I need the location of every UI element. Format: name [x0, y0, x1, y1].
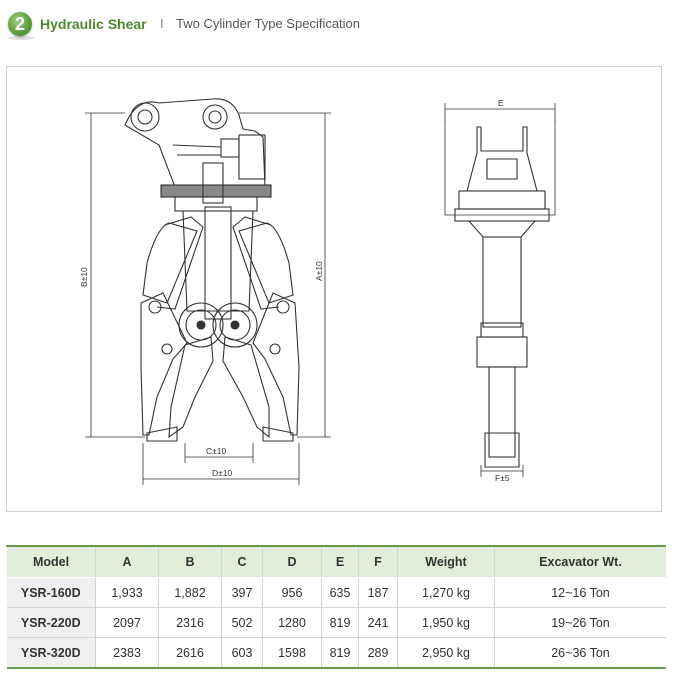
header-f: F — [358, 545, 398, 578]
cell-d: 1280 — [262, 607, 322, 638]
dimension-label-f: F±5 — [495, 473, 510, 483]
table-row: YSR-320D 2383 2616 603 1598 819 289 2,95… — [6, 637, 666, 669]
section-subtitle: Two Cylinder Type Specification — [176, 16, 361, 31]
cell-weight: 1,270 kg — [397, 577, 495, 608]
dimension-label-b: B±10 — [79, 267, 89, 287]
header-weight: Weight — [397, 545, 495, 578]
dimension-label-c: C±10 — [206, 446, 227, 456]
cell-f: 241 — [358, 607, 398, 638]
header-b: B — [158, 545, 222, 578]
cell-f: 289 — [358, 637, 398, 669]
side-view-drawing — [444, 103, 556, 477]
cell-c: 397 — [221, 577, 263, 608]
cell-model: YSR-220D — [6, 607, 96, 638]
cell-a: 2383 — [95, 637, 159, 669]
cell-e: 819 — [321, 637, 359, 669]
cell-weight: 1,950 kg — [397, 607, 495, 638]
cell-a: 1,933 — [95, 577, 159, 608]
cell-b: 2616 — [158, 637, 222, 669]
cell-b: 2316 — [158, 607, 222, 638]
dimension-label-a: A±10 — [314, 261, 324, 281]
cell-e: 635 — [321, 577, 359, 608]
badge-shadow — [8, 36, 34, 40]
dimension-label-e: E — [498, 98, 504, 108]
cell-weight: 2,950 kg — [397, 637, 495, 669]
cell-excavator-weight: 26~36 Ton — [494, 637, 666, 669]
header-c: C — [221, 545, 263, 578]
cell-e: 819 — [321, 607, 359, 638]
section-number-badge: 2 — [8, 12, 32, 36]
dimension-label-d: D±10 — [212, 468, 233, 478]
table-row: YSR-220D 2097 2316 502 1280 819 241 1,95… — [6, 607, 666, 638]
shear-technical-drawing: B±10 A±10 C±10 D±10 E F±5 — [79, 98, 556, 485]
table-row: YSR-160D 1,933 1,882 397 956 635 187 1,2… — [6, 577, 666, 608]
header-d: D — [262, 545, 322, 578]
title-separator: I — [160, 16, 164, 31]
cell-c: 603 — [221, 637, 263, 669]
cell-d: 956 — [262, 577, 322, 608]
cell-b: 1,882 — [158, 577, 222, 608]
header-e: E — [321, 545, 359, 578]
header-a: A — [95, 545, 159, 578]
cell-c: 502 — [221, 607, 263, 638]
table-header-row: Model A B C D E F Weight Excavator Wt. — [6, 545, 666, 578]
cell-model: YSR-320D — [6, 637, 96, 669]
header-excavator-weight: Excavator Wt. — [494, 545, 666, 578]
cell-model: YSR-160D — [6, 577, 96, 608]
section-title: Hydraulic Shear — [40, 16, 147, 32]
front-view-drawing — [85, 98, 331, 485]
dimension-labels: B±10 A±10 C±10 D±10 E F±5 — [79, 98, 510, 483]
cell-f: 187 — [358, 577, 398, 608]
cell-excavator-weight: 12~16 Ton — [494, 577, 666, 608]
technical-drawing-frame: B±10 A±10 C±10 D±10 E F±5 — [6, 66, 662, 512]
header-model: Model — [6, 545, 96, 578]
cell-excavator-weight: 19~26 Ton — [494, 607, 666, 638]
section-header: 2 Hydraulic Shear I Two Cylinder Type Sp… — [4, 10, 664, 40]
cell-d: 1598 — [262, 637, 322, 669]
cell-a: 2097 — [95, 607, 159, 638]
specification-table: Model A B C D E F Weight Excavator Wt. Y… — [6, 545, 666, 669]
